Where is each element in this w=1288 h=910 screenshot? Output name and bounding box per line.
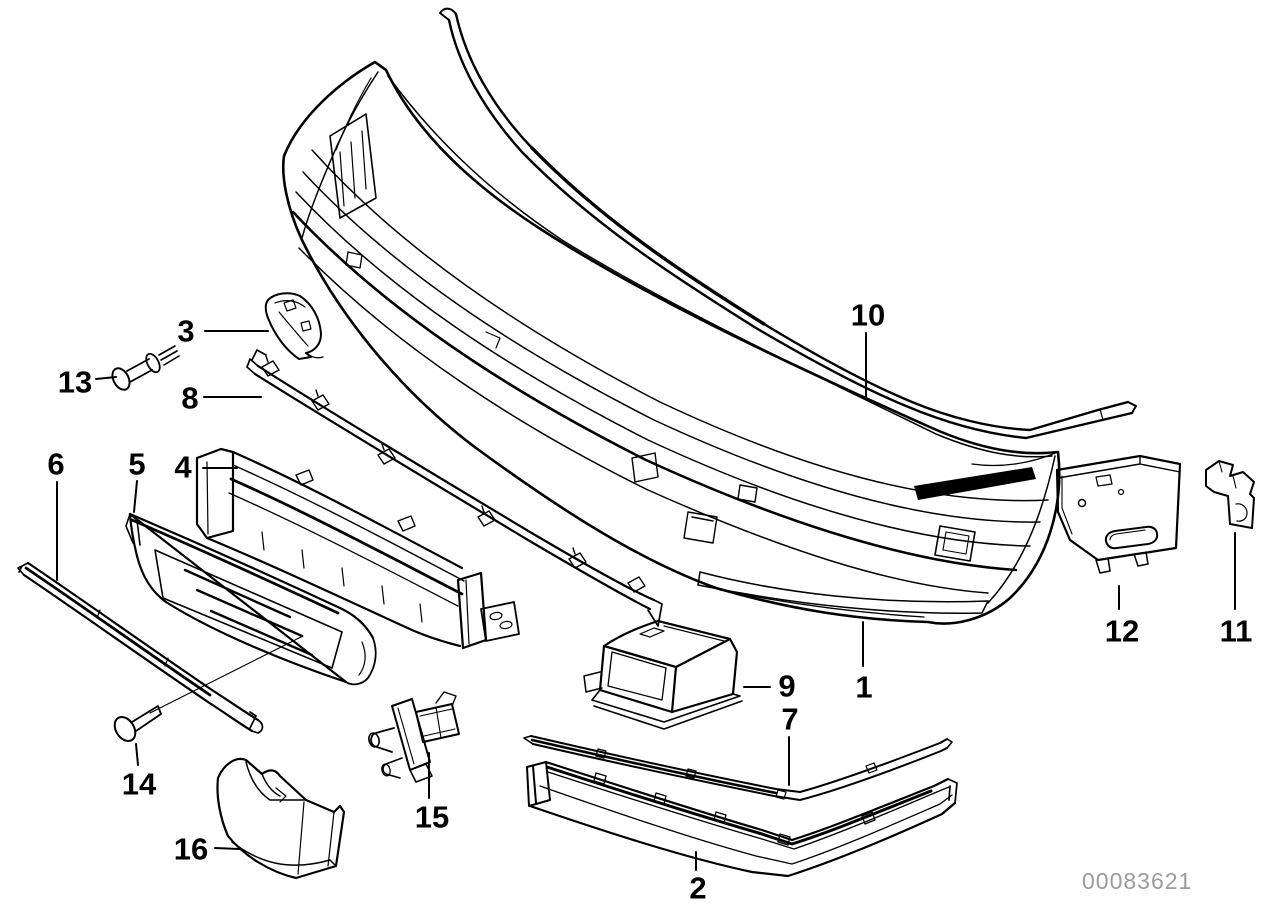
callout-16[interactable]: 16: [173, 831, 209, 867]
leader-line-16: [214, 847, 240, 850]
part-4-drawing: [195, 447, 520, 650]
callout-12[interactable]: 12: [1104, 613, 1140, 649]
leader-line-5: [133, 480, 138, 513]
callout-4[interactable]: 4: [174, 449, 192, 485]
part-8-drawing: [246, 349, 663, 627]
callout-14[interactable]: 14: [121, 766, 157, 802]
part-7-drawing: [523, 735, 953, 801]
callout-7[interactable]: 7: [781, 701, 799, 737]
part-12-drawing: [1055, 454, 1182, 574]
part-11-drawing: [1205, 460, 1255, 529]
callout-13[interactable]: 13: [57, 364, 93, 400]
part-6-drawing: [17, 561, 264, 734]
callout-6[interactable]: 6: [47, 446, 65, 482]
leader-line-14: [135, 743, 139, 766]
part-2-drawing: [526, 760, 958, 878]
callout-1[interactable]: 1: [855, 669, 873, 705]
part-9-drawing: [583, 619, 743, 730]
part-1-drawing: [281, 60, 1061, 625]
leader-line-13: [95, 376, 117, 380]
callout-2[interactable]: 2: [689, 870, 707, 906]
callout-8[interactable]: 8: [181, 380, 199, 416]
callout-3[interactable]: 3: [177, 313, 195, 349]
part-5-drawing: [125, 512, 377, 686]
callout-9[interactable]: 9: [778, 668, 796, 704]
part-16-drawing: [216, 757, 346, 880]
part-10-drawing: [439, 7, 1137, 440]
callout-11[interactable]: 11: [1219, 613, 1253, 649]
callout-5[interactable]: 5: [128, 446, 146, 482]
part-15-drawing: [368, 691, 460, 783]
callout-10[interactable]: 10: [850, 297, 886, 333]
part-13-drawing: [111, 345, 180, 391]
part-3-drawing: [264, 292, 324, 360]
part-14-drawing: [113, 635, 304, 743]
callout-15[interactable]: 15: [414, 799, 450, 835]
watermark-id: 00083621: [1082, 868, 1193, 894]
